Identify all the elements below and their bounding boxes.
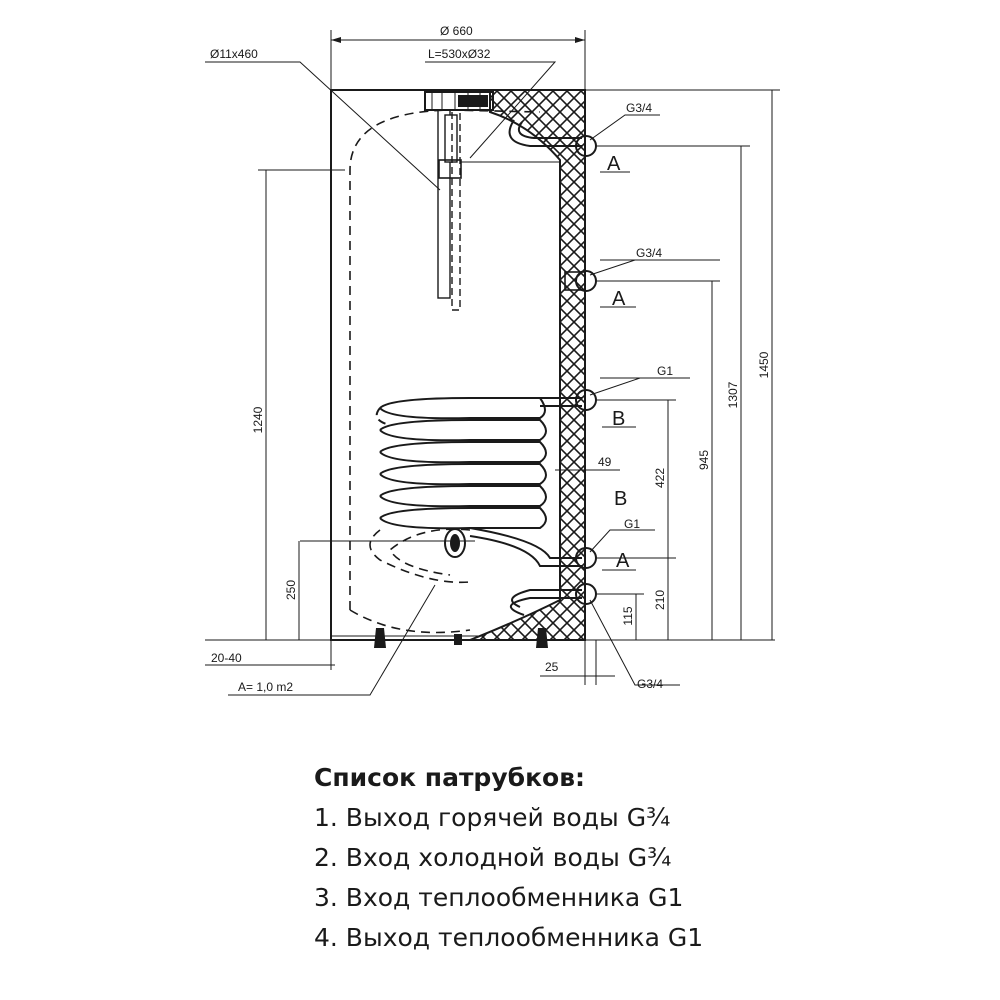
bottom-thread-label: G3/4 — [637, 677, 663, 691]
heat-exchanger-coil — [369, 397, 582, 584]
diameter-label: Ø 660 — [440, 24, 473, 38]
inspection-flange — [300, 528, 475, 558]
legend-item-hot-water-out: 1. Выход горячей воды G¾ — [314, 803, 671, 832]
hot-water-pipe — [508, 119, 582, 147]
legend-list: 1. Выход горячей воды G¾ 2. Вход холодно… — [314, 798, 974, 958]
dim-250: 250 — [284, 580, 298, 600]
coil-area-label: A= 1,0 m2 — [238, 680, 293, 694]
coil-out-letter-label: B — [614, 488, 627, 510]
legend-item-coil-in: 3. Вход теплообменника G1 — [314, 883, 684, 912]
dim-49: 49 — [598, 455, 612, 469]
dim-25: 25 — [545, 660, 559, 674]
tank-body — [330, 89, 586, 641]
connections-legend: Список патрубков: 1. Выход горячей воды … — [314, 758, 974, 958]
sensor-tube — [438, 109, 560, 311]
cold-water-pipe — [510, 589, 582, 616]
dim-945: 945 — [697, 450, 711, 470]
coil-out-thread-label: G1 — [624, 517, 640, 531]
anode-rod — [437, 109, 458, 299]
dim-1307: 1307 — [726, 381, 740, 408]
dim-1240: 1240 — [251, 406, 265, 433]
anode-label: Ø11x460 — [210, 47, 258, 61]
top-letter-label: A — [607, 153, 621, 175]
coil-in-letter-label: B — [612, 408, 625, 430]
top-thread-label: G3/4 — [626, 101, 652, 115]
legend-item-cold-water-in: 2. Вход холодной воды G¾ — [314, 843, 672, 872]
legend-item-coil-out: 4. Выход теплообменника G1 — [314, 923, 704, 952]
inner-tank — [349, 109, 541, 634]
dim-210: 210 — [653, 590, 667, 610]
legend-title: Список патрубков: — [314, 763, 586, 792]
cold-letter-label: A — [616, 550, 630, 572]
boiler-technical-drawing: Ø 660 Ø11x460 L=530xØ32 20-40 A= 1,0 m2 … — [205, 24, 780, 696]
dim-422: 422 — [653, 468, 667, 488]
dim-1450: 1450 — [757, 351, 771, 378]
dim-115: 115 — [621, 606, 635, 625]
second-letter-label: A — [612, 288, 626, 310]
sensor-tube-label: L=530xØ32 — [428, 47, 491, 61]
second-thread-label: G3/4 — [636, 246, 662, 260]
top-flange — [424, 91, 494, 111]
coil-in-thread-label: G1 — [657, 364, 673, 378]
feet-label: 20-40 — [211, 651, 242, 665]
dimension-lines — [205, 30, 780, 696]
